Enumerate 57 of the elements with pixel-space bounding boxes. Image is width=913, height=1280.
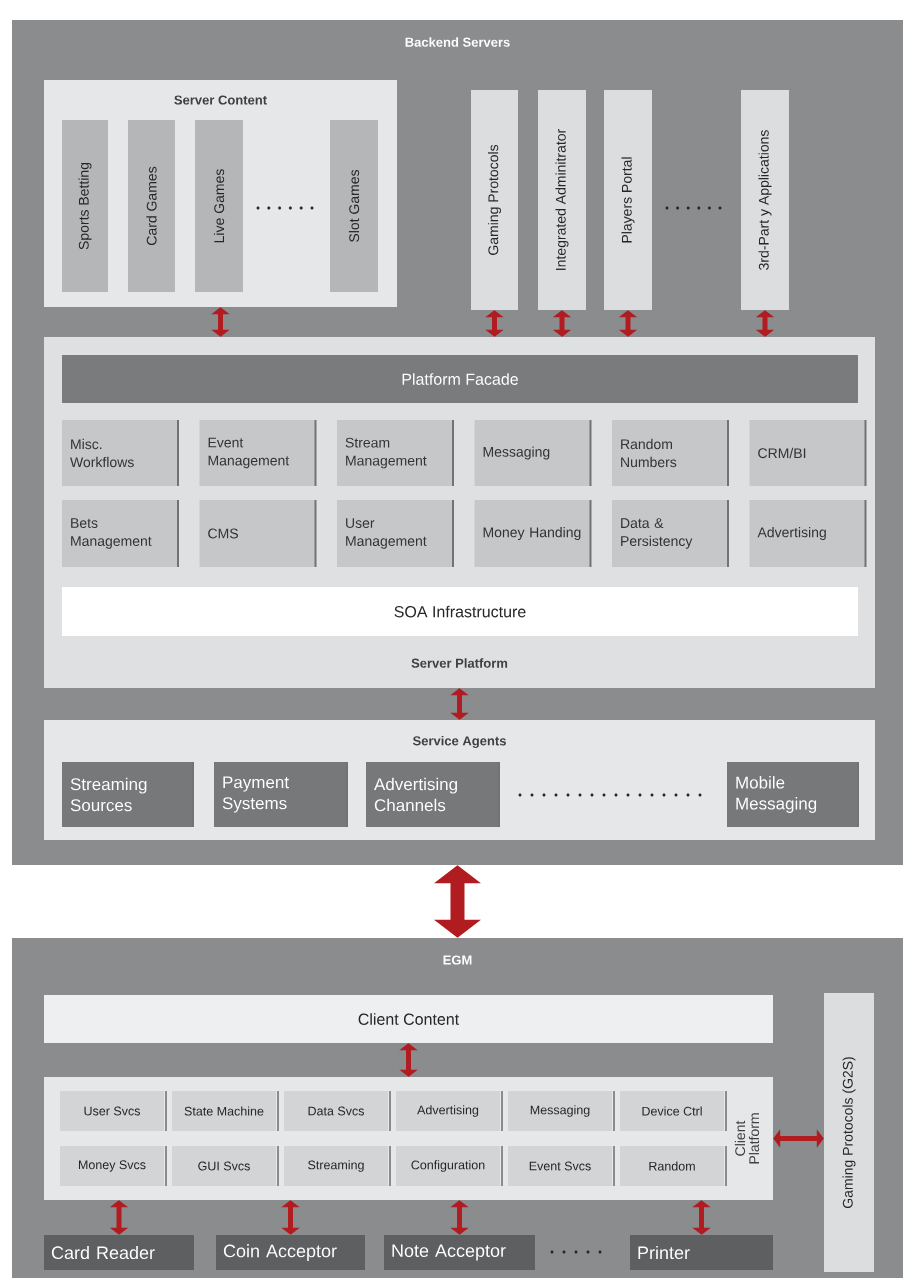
service-box: CRM/BI bbox=[749, 419, 867, 487]
layer-bar: Client Content bbox=[44, 995, 773, 1043]
layer-bar: SOA Infrastructure bbox=[62, 587, 858, 636]
service-box: Bets Management bbox=[62, 499, 179, 568]
module-column: Integrated Adminitrator bbox=[538, 90, 586, 310]
service-box: Messaging bbox=[508, 1090, 615, 1132]
layer-bar: Platform Facade bbox=[62, 355, 858, 403]
double-arrow bbox=[109, 1200, 129, 1235]
double-arrow bbox=[552, 310, 572, 337]
device-box: Note Acceptor bbox=[384, 1235, 535, 1270]
device-box: Printer bbox=[630, 1235, 773, 1270]
double-arrow bbox=[692, 1200, 711, 1235]
double-arrow bbox=[755, 310, 775, 337]
double-arrow bbox=[450, 1200, 469, 1235]
module-column: 3rd-Part y Applications bbox=[741, 90, 789, 310]
module-column: Sports Betting bbox=[62, 120, 108, 292]
double-arrow bbox=[450, 688, 469, 720]
service-box: GUI Svcs bbox=[172, 1145, 279, 1187]
module-column: Slot Games bbox=[330, 120, 378, 292]
double-arrow bbox=[618, 310, 638, 337]
service-box: Stream Management bbox=[337, 419, 454, 487]
service-box: Money Svcs bbox=[60, 1145, 167, 1187]
double-arrow bbox=[773, 1129, 824, 1148]
service-box: Event Svcs bbox=[508, 1145, 615, 1187]
module-column: Players Portal bbox=[604, 90, 652, 310]
module-column: Card Games bbox=[128, 120, 175, 292]
service-box: User Svcs bbox=[60, 1090, 167, 1132]
service-box: Messaging bbox=[474, 419, 592, 487]
service-box: Advertising bbox=[749, 499, 867, 568]
double-arrow bbox=[211, 307, 230, 337]
agent-box: Mobile Messaging bbox=[727, 761, 859, 828]
service-box: Random Numbers bbox=[612, 419, 729, 487]
service-box: Configuration bbox=[396, 1145, 503, 1187]
service-box: Money Handing bbox=[474, 499, 592, 568]
double-arrow bbox=[485, 310, 504, 337]
service-box: Device Ctrl bbox=[620, 1090, 727, 1132]
agent-box: Advertising Channels bbox=[366, 761, 500, 828]
agent-box: Payment Systems bbox=[214, 761, 348, 828]
service-box: User Management bbox=[337, 499, 454, 568]
service-box: Advertising bbox=[396, 1090, 503, 1132]
service-box: Random bbox=[620, 1145, 727, 1187]
service-box: Streaming bbox=[284, 1145, 391, 1187]
service-box: Event Management bbox=[199, 419, 317, 487]
service-box: Data & Persistency bbox=[612, 499, 729, 568]
module-column: Gaming Protocols (G2S) bbox=[824, 993, 874, 1272]
service-box: Misc. Workflows bbox=[62, 419, 179, 487]
service-box: CMS bbox=[199, 499, 317, 568]
module-column: Live Games bbox=[195, 120, 243, 292]
double-arrow bbox=[281, 1200, 300, 1235]
double-arrow bbox=[434, 865, 481, 938]
service-box: Data Svcs bbox=[284, 1090, 391, 1132]
device-box: Coin Acceptor bbox=[216, 1235, 365, 1270]
module-column: Gaming Protocols bbox=[471, 90, 518, 310]
double-arrow bbox=[399, 1043, 418, 1077]
service-box: State Machine bbox=[172, 1090, 279, 1132]
agent-box: Streaming Sources bbox=[62, 761, 194, 828]
device-box: Card Reader bbox=[44, 1235, 194, 1270]
